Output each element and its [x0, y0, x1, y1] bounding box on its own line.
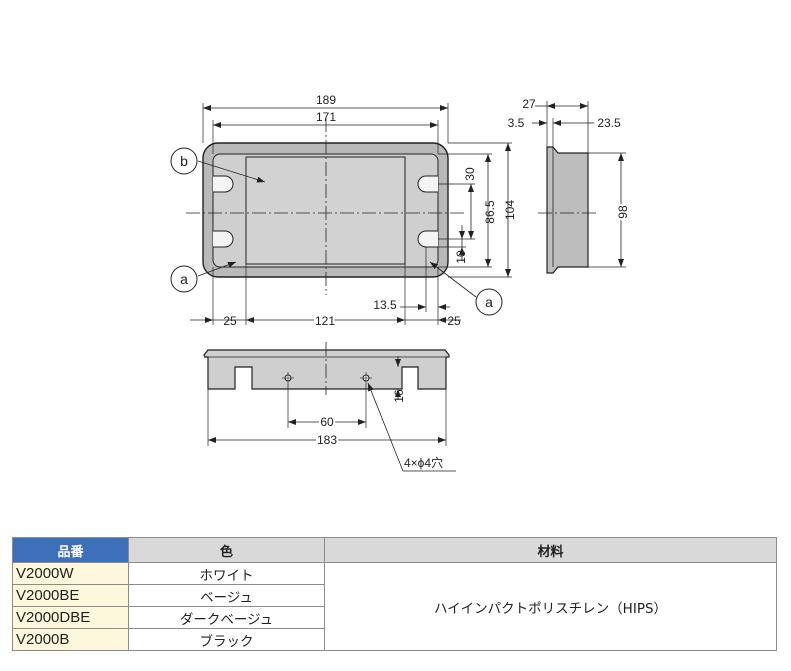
table-row: V2000W ホワイト ハイインパクトポリスチレン（HIPS）	[12, 562, 777, 651]
table-row: V2000DBE ダークベージュ	[12, 606, 777, 629]
holes-note: 4×ϕ4穴	[404, 455, 443, 470]
dim-left-margin: 25	[223, 314, 237, 328]
table-row: V2000B ブラック	[12, 628, 777, 651]
header-color: 色	[128, 537, 325, 563]
dim-slot-width: 10	[454, 250, 468, 264]
slot-left-bottom	[213, 230, 234, 248]
color-cell: ベージュ	[128, 584, 325, 607]
callout-a-left-label: a	[180, 271, 188, 287]
dim-overall-height: 104	[503, 200, 517, 220]
dim-inner-width: 171	[316, 110, 336, 124]
slot-right-top	[417, 175, 438, 193]
dim-slot-offset: 13.5	[373, 298, 397, 312]
center-panel	[245, 156, 406, 265]
dim-overall-width: 189	[316, 93, 336, 107]
dim-body-depth: 23.5	[597, 116, 621, 130]
slot-left-top	[213, 175, 234, 193]
header-part: 品番	[12, 537, 129, 563]
dim-depth-16: 16	[392, 389, 406, 403]
dim-depth: 27	[522, 97, 536, 111]
front-view: 189 171 104 86.5 30 10 25 121 25 13.5 b …	[170, 93, 517, 330]
slot-right-bottom	[417, 230, 438, 248]
dim-side-height: 98	[616, 205, 630, 219]
dim-center-width: 121	[315, 314, 335, 328]
dim-slot-spacing: 30	[463, 167, 477, 181]
bottom-profile	[203, 349, 450, 390]
dim-inner-height: 86.5	[483, 200, 497, 224]
technical-drawing: 189 171 104 86.5 30 10 25 121 25 13.5 b …	[170, 93, 632, 472]
spec-table: 品番 色 材料 V2000W ホワイト ハイインパクトポリスチレン（HIPS） …	[12, 537, 777, 651]
color-cell: ダークベージュ	[128, 606, 325, 629]
part-number: V2000DBE	[12, 606, 129, 629]
material-cell: ハイインパクトポリスチレン（HIPS）	[324, 562, 777, 651]
callout-b	[170, 147, 198, 175]
table-header-row: 品番 色 材料	[12, 537, 777, 563]
callout-a-left	[170, 265, 198, 293]
header-material: 材料	[324, 537, 777, 563]
dim-hole-spacing: 60	[320, 415, 334, 429]
bottom-view: 60 183 16 4×ϕ4穴	[203, 342, 456, 472]
table-row: V2000BE ベージュ	[12, 584, 777, 607]
dim-bottom-width: 183	[317, 433, 337, 447]
dim-lip: 3.5	[508, 116, 525, 130]
part-number: V2000W	[12, 562, 129, 585]
side-view: 27 3.5 23.5 98	[508, 97, 632, 274]
part-number: V2000B	[12, 628, 129, 651]
callout-a-right	[475, 288, 503, 316]
dim-right-margin: 25	[447, 314, 461, 328]
callout-a-right-label: a	[485, 294, 493, 310]
color-cell: ブラック	[128, 628, 325, 651]
part-number: V2000BE	[12, 584, 129, 607]
color-cell: ホワイト	[128, 562, 325, 585]
callout-b-label: b	[180, 153, 188, 169]
